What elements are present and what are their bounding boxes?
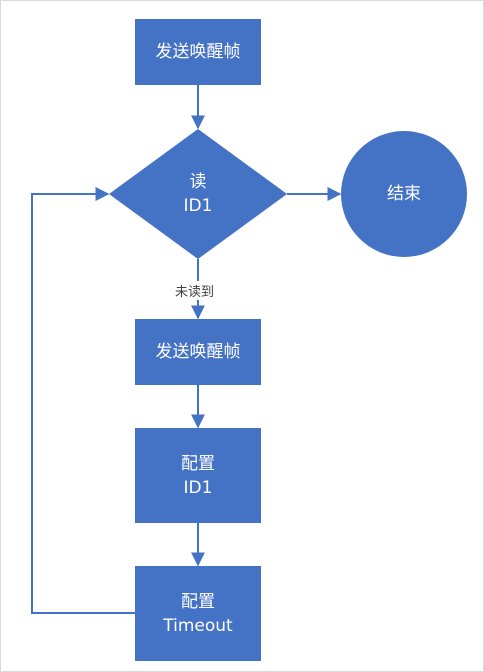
not-read-edge-label: 未读到 — [173, 281, 217, 300]
config-id1-box: 配置 ID1 — [135, 428, 261, 523]
end-circle-shape — [341, 131, 467, 257]
read-id1-decision: 读 ID1 — [148, 167, 248, 221]
read-id1-label-line2: ID1 — [183, 196, 213, 216]
config-id1-label-line2: ID1 — [183, 477, 213, 498]
send-wakeup-frame-box-1: 发送唤醒帧 — [135, 19, 261, 85]
config-timeout-label-line2: Timeout — [163, 615, 233, 636]
send-wakeup-frame-box-2: 发送唤醒帧 — [135, 319, 261, 385]
read-id1-label-line1: 读 — [189, 172, 207, 192]
decision-diamond-shape — [109, 129, 287, 259]
config-id1-label-line1: 配置 — [181, 453, 215, 474]
end-label: 结束 — [387, 184, 421, 204]
end-node: 结束 — [354, 171, 454, 217]
send-wakeup-frame-label-2: 发送唤醒帧 — [155, 342, 241, 362]
send-wakeup-frame-label-1: 发送唤醒帧 — [155, 42, 241, 62]
config-timeout-box: 配置 Timeout — [135, 566, 261, 661]
arrow-loop-back-to-read — [31, 187, 135, 614]
config-timeout-label-line1: 配置 — [181, 591, 215, 612]
